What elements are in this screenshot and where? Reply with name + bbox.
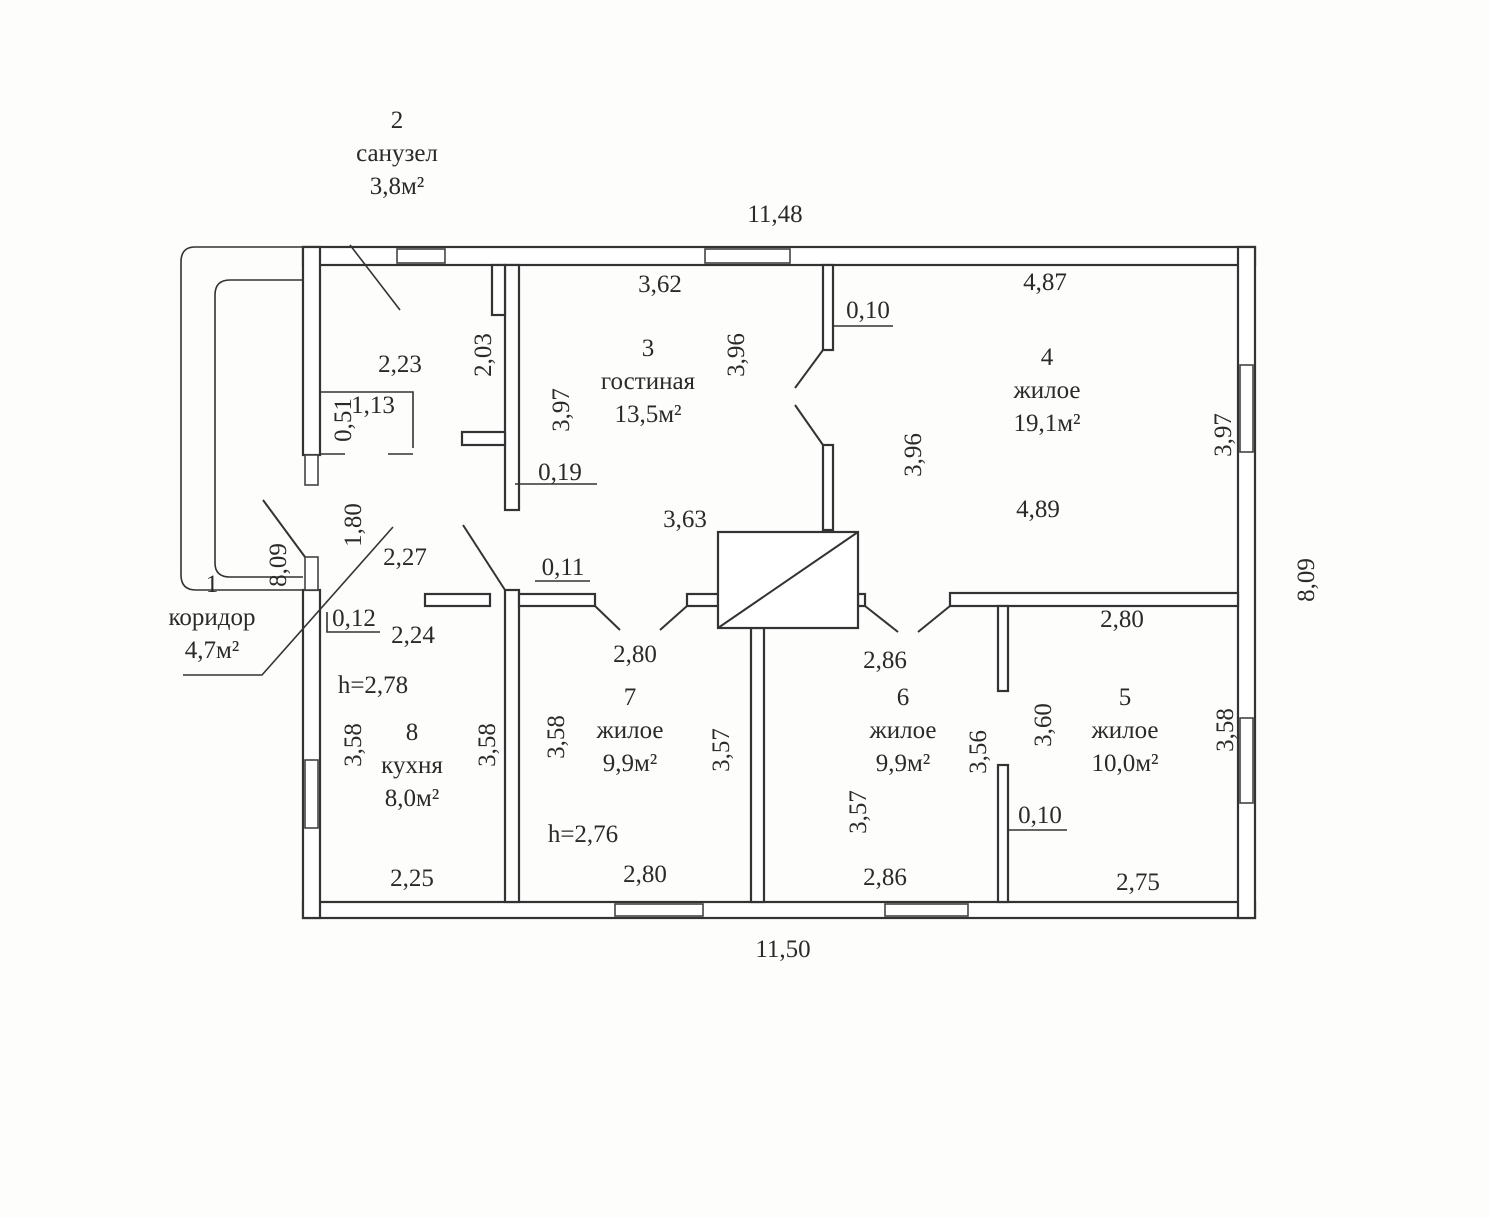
dimension-label: 0,51 [330,398,357,442]
dimension-label: 2,75 [1116,869,1160,896]
dimension-label: 3,97 [1210,413,1237,457]
room-area: 10,0м² [1091,750,1158,777]
dimension-label: 8,09 [265,543,292,587]
dimension-label: 11,50 [755,936,810,963]
walls [180,244,1257,920]
dimension-label: 3,96 [900,433,927,477]
dimension-label: 2,86 [863,647,907,674]
dimension-label: 3,96 [723,333,750,377]
room-area: 19,1м² [1013,410,1080,437]
wall-stub [490,263,507,317]
room-name: жилое [1012,377,1080,404]
room-number: 7 [624,684,637,711]
room-name: кухня [381,752,443,779]
outer-wall-right [1236,245,1257,920]
room-labels: 1 коридор 4,7м² 2 санузел 3,8м² 3 гостиная 13,5м… [169,107,1159,812]
dimension-label: 2,27 [383,544,427,571]
wall-room4-room5 [948,591,1240,608]
dimension-label: 3,58 [340,723,367,767]
dimension-label: 3,97 [548,388,575,432]
wall-room7-top [685,592,720,608]
wall-room7-room6 [749,626,766,904]
dimension-label: h=2,76 [548,821,618,848]
room-number: 3 [642,335,655,362]
dimension-label: 2,25 [390,865,434,892]
dimension-label: 3,56 [965,730,992,774]
wall-living-room4 [821,263,835,352]
room-area: 8,0м² [385,785,440,812]
window [304,454,319,486]
dimension-label: 0,19 [538,459,582,486]
dimension-label: 3,58 [543,715,570,759]
room-area: 4,7м² [185,637,240,664]
window [396,248,446,264]
dimension-label: 1,80 [340,503,367,547]
dimension-label: 11,48 [747,201,802,228]
room-area: 9,9м² [603,750,658,777]
dimension-label: 3,60 [1030,703,1057,747]
dimension-label: 2,80 [613,641,657,668]
dimension-label: 3,57 [845,790,872,834]
dimension-label: 0,10 [846,297,890,324]
dimension-label: 0,11 [542,554,585,581]
room-name: гостиная [601,368,696,395]
room-number: 8 [406,719,419,746]
room-number: 4 [1041,344,1054,371]
outer-wall-left-lower [301,588,322,920]
window [1239,364,1254,453]
dimension-label: 2,86 [863,864,907,891]
wall-living-room4 [821,443,835,532]
wall-kitchen-room7 [503,588,521,904]
room-number: 5 [1119,684,1132,711]
outer-wall-left-upper [301,245,322,457]
room-name: жилое [595,717,663,744]
dimension-label: 4,89 [1016,496,1060,523]
dimension-label: 3,57 [708,728,735,772]
wall-room7-top [517,592,597,608]
room-name: жилое [1090,717,1158,744]
dimension-label: 4,87 [1023,269,1067,296]
window [1239,717,1254,804]
room-name: коридор [169,604,256,631]
window [704,248,791,264]
dimension-label: 8,09 [1293,558,1320,602]
wall-corridor [423,592,492,608]
dimension-label: 0,10 [1018,802,1062,829]
window [304,759,319,829]
dimension-labels: 11,48 3,62 4,87 0,10 3,96 2,23 2,03 3,97 0,511,1… [265,201,1320,963]
room-number: 1 [206,571,219,598]
room-area: 9,9м² [876,750,931,777]
room-name: санузел [356,140,438,167]
room-name: жилое [868,717,936,744]
wall-stub [460,430,507,447]
room-area: 13,5м² [614,401,681,428]
window [884,903,969,917]
dimension-label: 2,24 [391,622,435,649]
dimension-label: 3,62 [638,271,682,298]
window [304,556,319,591]
outer-wall-bottom [301,900,1257,920]
dimension-label: 2,23 [378,351,422,378]
room-area: 3,8м² [370,173,425,200]
dimension-label: 3,58 [1212,708,1239,752]
dimension-label: 3,63 [663,506,707,533]
dimension-label: 0,12 [332,605,376,632]
dimension-label: 2,80 [623,861,667,888]
dimension-label: 3,58 [474,723,501,767]
dimension-label: h=2,78 [338,672,408,699]
wall-bath-living [503,263,521,512]
dimension-label: 2,03 [470,333,497,377]
room-number: 6 [897,684,910,711]
dimension-label: 2,80 [1100,606,1144,633]
room-number: 2 [391,107,404,134]
window [614,903,704,917]
wall-room6-room5 [996,604,1010,693]
dimension-label: 1,13 [351,392,395,419]
wall-room6-room5 [996,763,1010,904]
